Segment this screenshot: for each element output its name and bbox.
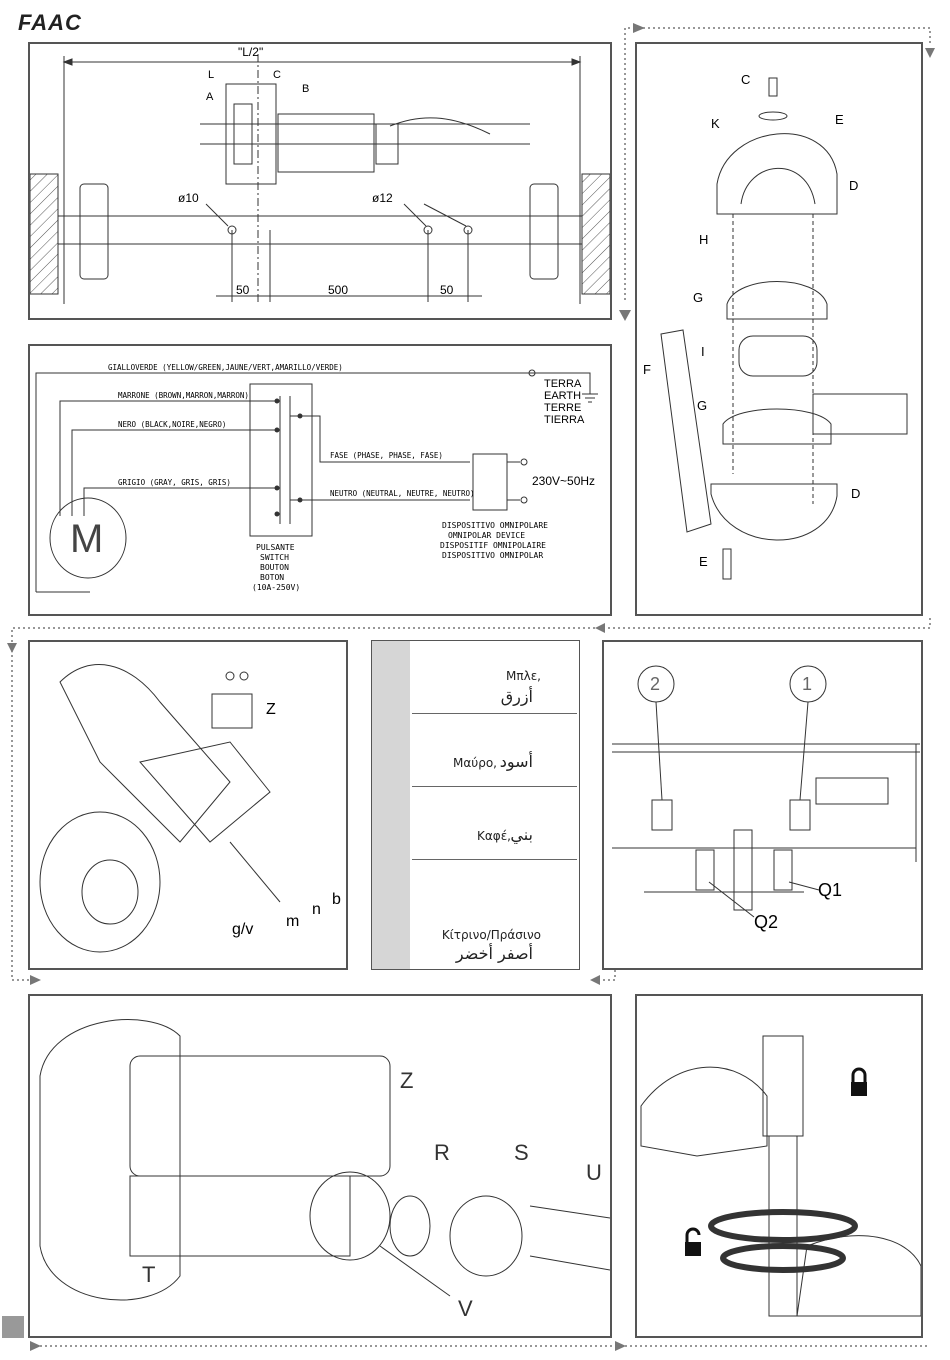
- panel-wiring-diagram: GIALLOVERDE (YELLOW/GREEN,JAUNE/VERT,AMA…: [28, 344, 612, 616]
- terminal-drawing: Z g/v m n b: [39, 664, 341, 953]
- label-h: H: [699, 232, 708, 247]
- label-l: L: [208, 69, 214, 81]
- device-es: DISPOSITIVO OMNIPOLAR: [442, 551, 543, 560]
- label-k: K: [711, 116, 720, 131]
- device-it: DISPOSITIVO OMNIPOLARE: [442, 521, 548, 530]
- switch-es: BOTON: [260, 573, 284, 582]
- label-u: U: [586, 1160, 602, 1185]
- wire-grey-label: GRIGIO (GRAY, GRIS, GRIS): [118, 478, 231, 487]
- switch-fr: BOUTON: [260, 563, 289, 572]
- label-e-bottom: E: [699, 554, 708, 569]
- legend-row-brown: Καφέ, بني: [412, 787, 577, 860]
- wire-gv: g/v: [232, 921, 253, 938]
- switch-it: PULSANTE: [256, 543, 295, 552]
- wire-earth-label: GIALLOVERDE (YELLOW/GREEN,JAUNE/VERT,AMA…: [108, 363, 343, 372]
- panel-exploded-motor: Z R S U T V: [28, 994, 612, 1338]
- legend-side-bar: [372, 641, 410, 969]
- earth-es: TIERRA: [544, 414, 585, 426]
- label-c: C: [273, 69, 281, 81]
- switch-rating: (10A-250V): [252, 583, 300, 592]
- dim-50-left: 50: [236, 283, 250, 297]
- device-fr: DISPOSITIF OMNIPOLAIRE: [440, 541, 546, 550]
- installation-drawing: "L/2" L C B A ø10 ø12 50 500 50: [29, 45, 611, 304]
- supply-label: 230V~50Hz: [532, 474, 595, 488]
- wire-m: m: [286, 913, 299, 930]
- motor-symbol: M: [70, 517, 103, 561]
- switch-en: SWITCH: [260, 553, 289, 562]
- unlock-icon: [685, 1227, 701, 1256]
- label-hole-10: ø10: [178, 191, 199, 205]
- label-c: C: [741, 72, 750, 87]
- legend-row-yellow-green: Κίτρινο/Πράσινο أصفر أخضر: [412, 860, 577, 970]
- brand-logo: FAAC: [18, 10, 82, 35]
- device-en: OMNIPOLAR DEVICE: [448, 531, 525, 540]
- label-r: R: [434, 1140, 450, 1165]
- legend-blue-ar: أزرق: [500, 687, 533, 706]
- legend-yg-gr: Κίτρινο/Πράσινο: [441, 928, 541, 942]
- label-d-top: D: [849, 178, 858, 193]
- label-half-length: "L/2": [238, 45, 263, 59]
- label-d-bottom: D: [851, 486, 860, 501]
- label-g-top: G: [693, 290, 703, 305]
- label-t: T: [142, 1262, 155, 1287]
- earth-en: EARTH: [544, 390, 581, 402]
- legend-yg-ar: أصفر أخضر: [455, 944, 533, 963]
- earth-fr: TERRE: [544, 402, 581, 414]
- wire-b: b: [332, 891, 341, 908]
- legend-brown-gr: Καφέ,: [477, 829, 511, 843]
- panel-installation-dimensions: "L/2" L C B A ø10 ø12 50 500 50: [28, 42, 612, 320]
- dim-50-right: 50: [440, 283, 454, 297]
- panel-manual-release: [635, 994, 923, 1338]
- label-g-bottom: G: [697, 398, 707, 413]
- legend-black-gr: Μαύρο,: [453, 756, 497, 770]
- panel-wire-colour-legend: Μπλε, أزرق Μαύρο, أسود Καφέ, بني Κίτρινο…: [371, 640, 580, 970]
- callout-2: 2: [650, 674, 660, 694]
- label-e-top: E: [835, 112, 844, 127]
- label-q1: Q1: [818, 880, 842, 900]
- label-z: Z: [266, 701, 276, 718]
- label-v: V: [458, 1296, 473, 1321]
- label-i: I: [701, 344, 705, 359]
- label-hole-12: ø12: [372, 191, 393, 205]
- panel-limit-switch: 2 1 Q1 Q2: [602, 640, 923, 970]
- label-s: S: [514, 1140, 529, 1165]
- wire-black-label: NERO (BLACK,NOIRE,NEGRO): [118, 420, 226, 429]
- panel-terminal-wiring: Z g/v m n b: [28, 640, 348, 970]
- legend-black-ar: أسود: [499, 752, 533, 771]
- lock-icon: [851, 1067, 867, 1096]
- label-z: Z: [400, 1068, 413, 1093]
- dim-500: 500: [328, 283, 348, 297]
- wiring-drawing: GIALLOVERDE (YELLOW/GREEN,JAUNE/VERT,AMA…: [35, 363, 598, 593]
- panel-exploded-flange: C K E D H G F I G D E: [635, 42, 923, 616]
- legend-row-blue: Μπλε, أزرق: [412, 641, 577, 714]
- label-q2: Q2: [754, 912, 778, 932]
- legend-brown-ar: بني: [510, 825, 533, 844]
- earth-it: TERRA: [544, 378, 582, 390]
- label-f: F: [643, 362, 651, 377]
- exploded-flange-drawing: C K E D H G F I G D E: [643, 72, 908, 580]
- page-marker: [2, 1316, 24, 1338]
- manual-release-drawing: [640, 1035, 922, 1317]
- wire-brown-label: MARRONE (BROWN,MARRON,MARRON): [118, 391, 249, 400]
- label-a: A: [206, 91, 214, 103]
- wire-n: n: [312, 901, 321, 918]
- limit-switch-drawing: 2 1 Q1 Q2: [612, 665, 920, 932]
- legend-blue-gr: Μπλε,: [506, 669, 541, 683]
- wire-neutral-label: NEUTRO (NEUTRAL, NEUTRE, NEUTRO): [330, 489, 475, 498]
- callout-1: 1: [802, 674, 812, 694]
- label-b: B: [302, 83, 309, 95]
- exploded-motor-drawing: Z R S U T V: [39, 1019, 611, 1321]
- wire-phase-label: FASE (PHASE, PHASE, FASE): [330, 451, 443, 460]
- legend-row-black: Μαύρο, أسود: [412, 714, 577, 787]
